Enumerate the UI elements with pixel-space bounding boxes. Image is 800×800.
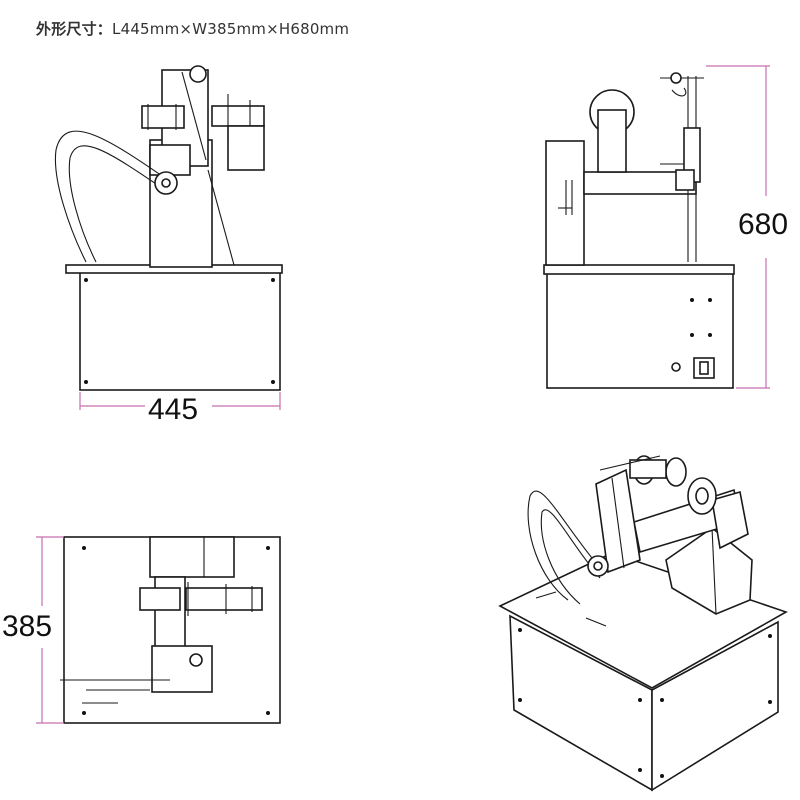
width-dimension (36, 536, 64, 724)
length-dimension (79, 392, 281, 410)
width-dimension-label: 385 (2, 610, 53, 643)
front-view (54, 65, 283, 391)
isometric-view (498, 455, 788, 792)
side-column (545, 140, 585, 266)
side-top-plate (543, 264, 735, 275)
spec-line: 外形尺寸：L445mm×W385mm×H680mm (36, 18, 349, 39)
length-dimension-label: 445 (148, 393, 199, 426)
iso-right-face (651, 620, 779, 792)
height-dimension (706, 65, 770, 389)
spec-value: L445mm×W385mm×H680mm (112, 20, 350, 38)
iso-top-face (498, 552, 788, 689)
top-view (60, 536, 281, 724)
height-dimension-label: 680 (738, 208, 789, 241)
side-view (543, 72, 735, 389)
spec-label: 外形尺寸： (36, 20, 113, 38)
front-base-box (79, 267, 281, 391)
